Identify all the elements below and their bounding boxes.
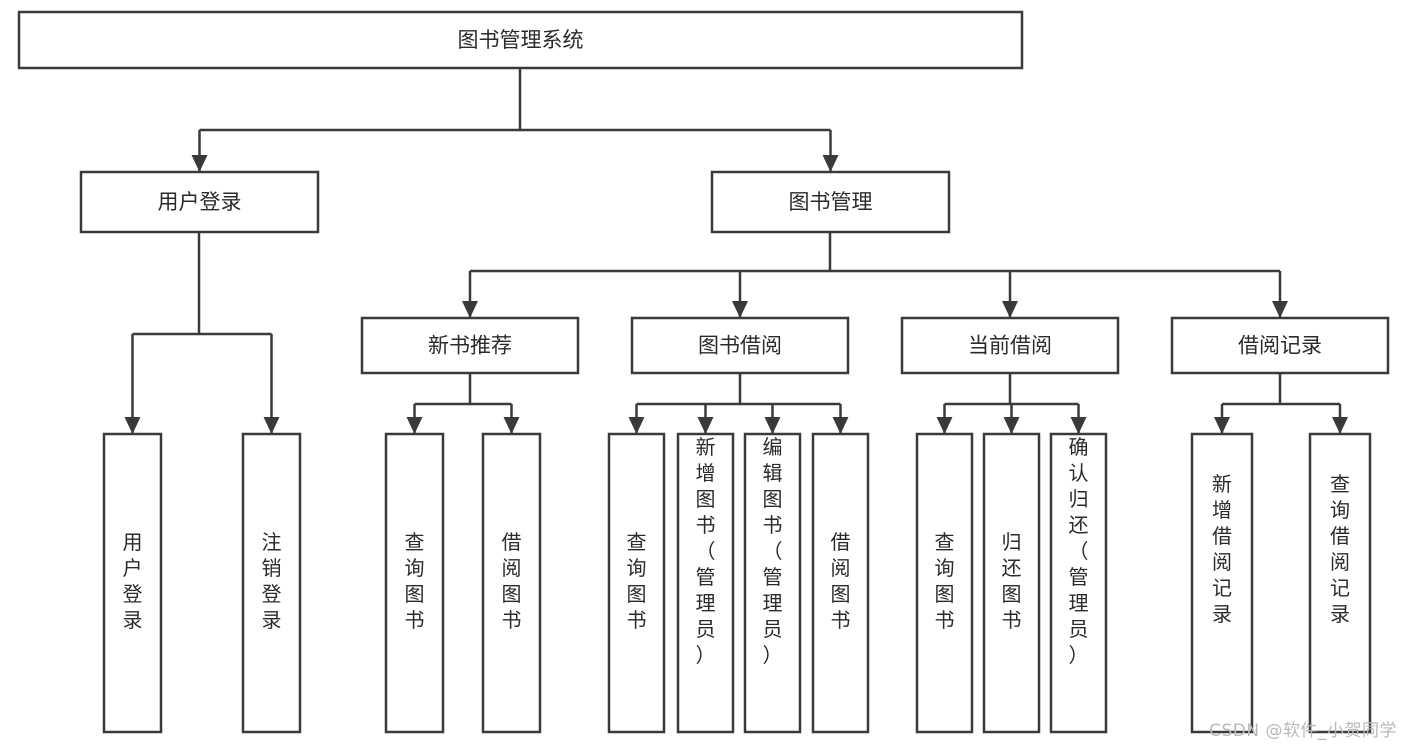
node-leaf-return-book[interactable]: 归还图书: [982, 432, 1041, 734]
node-layer: 图书管理系统用户登录图书管理新书推荐图书借阅当前借阅借阅记录用户登录注销登录查询…: [17, 10, 1390, 734]
node-leaf-user-logout[interactable]: 注销登录: [241, 432, 302, 734]
node-leaf-query-book-borrow[interactable]: 查询图书: [607, 432, 666, 734]
arrow-head-icon: [697, 417, 714, 434]
conn-recommend-to-leaves: [406, 373, 520, 434]
arrow-head-icon: [936, 417, 953, 434]
node-box-leaf-add-book-admin: [676, 432, 735, 734]
node-box-leaf-confirm-return-admin: [1049, 432, 1108, 734]
arrow-head-icon: [732, 301, 748, 318]
node-label-user-login: 用户登录: [158, 190, 242, 214]
node-book-manage[interactable]: 图书管理: [710, 170, 951, 234]
node-box-current-borrow: [900, 316, 1120, 375]
node-borrow-record[interactable]: 借阅记录: [1170, 316, 1390, 375]
node-current-borrow[interactable]: 当前借阅: [900, 316, 1120, 375]
node-box-leaf-borrow-book: [811, 432, 870, 734]
node-label-leaf-user-logout: 注销登录: [262, 530, 282, 632]
node-label-leaf-confirm-return-admin: 确认归还（管理员）: [1069, 435, 1089, 667]
arrow-head-icon: [406, 417, 423, 434]
node-box-book-borrow: [630, 316, 850, 375]
node-box-book-manage: [710, 170, 951, 234]
connector-layer: [124, 68, 1348, 434]
node-new-book-recommend[interactable]: 新书推荐: [360, 316, 580, 375]
node-label-borrow-record: 借阅记录: [1238, 334, 1322, 358]
node-leaf-confirm-return-admin[interactable]: 确认归还（管理员）: [1049, 432, 1108, 734]
node-label-leaf-query-book-current: 查询图书: [935, 530, 955, 632]
node-label-leaf-query-book-recommend: 查询图书: [405, 530, 425, 632]
node-leaf-user-login[interactable]: 用户登录: [102, 432, 163, 734]
node-leaf-query-borrow-record[interactable]: 查询借阅记录: [1308, 432, 1372, 734]
node-box-leaf-query-book-borrow: [607, 432, 666, 734]
node-label-book-borrow: 图书借阅: [698, 334, 782, 358]
csdn-watermark: CSDN @软件_小贺同学: [1209, 721, 1397, 741]
node-user-login[interactable]: 用户登录: [79, 170, 320, 234]
node-box-new-book-recommend: [360, 316, 580, 375]
arrow-head-icon: [764, 417, 781, 434]
node-label-leaf-add-borrow-record: 新增借阅记录: [1212, 472, 1232, 626]
conn-borrow-to-leaves: [628, 373, 849, 434]
node-label-new-book-recommend: 新书推荐: [428, 334, 512, 358]
node-box-leaf-return-book: [982, 432, 1041, 734]
arrow-head-icon: [263, 417, 280, 434]
arrow-head-icon: [1332, 417, 1348, 434]
arrow-head-icon: [1002, 301, 1018, 318]
arrow-head-icon: [1070, 417, 1087, 434]
node-label-leaf-return-book: 归还图书: [1002, 530, 1022, 632]
arrow-head-icon: [1003, 417, 1020, 434]
arrow-head-icon: [462, 301, 478, 318]
node-label-current-borrow: 当前借阅: [968, 334, 1052, 358]
node-box-root: [17, 10, 1024, 70]
arrow-head-icon: [1214, 417, 1230, 434]
conn-record-to-leaves: [1214, 373, 1348, 434]
conn-user-login-to-leaves: [124, 232, 280, 434]
node-leaf-add-book-admin[interactable]: 新增图书（管理员）: [676, 432, 735, 734]
arrow-head-icon: [832, 417, 849, 434]
node-root[interactable]: 图书管理系统: [17, 10, 1024, 70]
node-label-leaf-query-borrow-record: 查询借阅记录: [1330, 472, 1350, 626]
node-label-root: 图书管理系统: [458, 28, 584, 52]
node-label-leaf-borrow-book-recommend: 借阅图书: [502, 530, 522, 632]
node-leaf-query-book-recommend[interactable]: 查询图书: [384, 432, 445, 734]
node-box-leaf-user-login: [102, 432, 163, 734]
conn-book-manage-to-level2: [462, 232, 1288, 318]
node-label-leaf-borrow-book: 借阅图书: [831, 530, 851, 632]
node-book-borrow[interactable]: 图书借阅: [630, 316, 850, 375]
node-leaf-edit-book-admin[interactable]: 编辑图书（管理员）: [743, 432, 802, 734]
arrow-head-icon: [124, 417, 141, 434]
node-label-leaf-add-book-admin: 新增图书（管理员）: [696, 435, 716, 667]
node-box-leaf-edit-book-admin: [743, 432, 802, 734]
node-box-user-login: [79, 170, 320, 234]
node-box-leaf-user-logout: [241, 432, 302, 734]
arrow-head-icon: [503, 417, 520, 434]
arrow-head-icon: [1272, 301, 1288, 318]
node-leaf-borrow-book-recommend[interactable]: 借阅图书: [481, 432, 542, 734]
node-box-leaf-add-borrow-record: [1190, 432, 1254, 734]
node-label-book-manage: 图书管理: [789, 190, 873, 214]
node-box-borrow-record: [1170, 316, 1390, 375]
node-label-leaf-query-book-borrow: 查询图书: [627, 530, 647, 632]
node-leaf-query-book-current[interactable]: 查询图书: [915, 432, 974, 734]
node-box-leaf-borrow-book-recommend: [481, 432, 542, 734]
arrow-head-icon: [822, 155, 839, 172]
node-leaf-borrow-book[interactable]: 借阅图书: [811, 432, 870, 734]
conn-root-to-level1: [191, 68, 839, 172]
node-label-leaf-user-login: 用户登录: [123, 530, 143, 632]
node-label-leaf-edit-book-admin: 编辑图书（管理员）: [763, 435, 783, 667]
node-box-leaf-query-book-current: [915, 432, 974, 734]
conn-current-to-leaves: [936, 373, 1087, 434]
arrow-head-icon: [191, 155, 208, 172]
node-box-leaf-query-borrow-record: [1308, 432, 1372, 734]
node-box-leaf-query-book-recommend: [384, 432, 445, 734]
arrow-head-icon: [628, 417, 645, 434]
node-leaf-add-borrow-record[interactable]: 新增借阅记录: [1190, 432, 1254, 734]
